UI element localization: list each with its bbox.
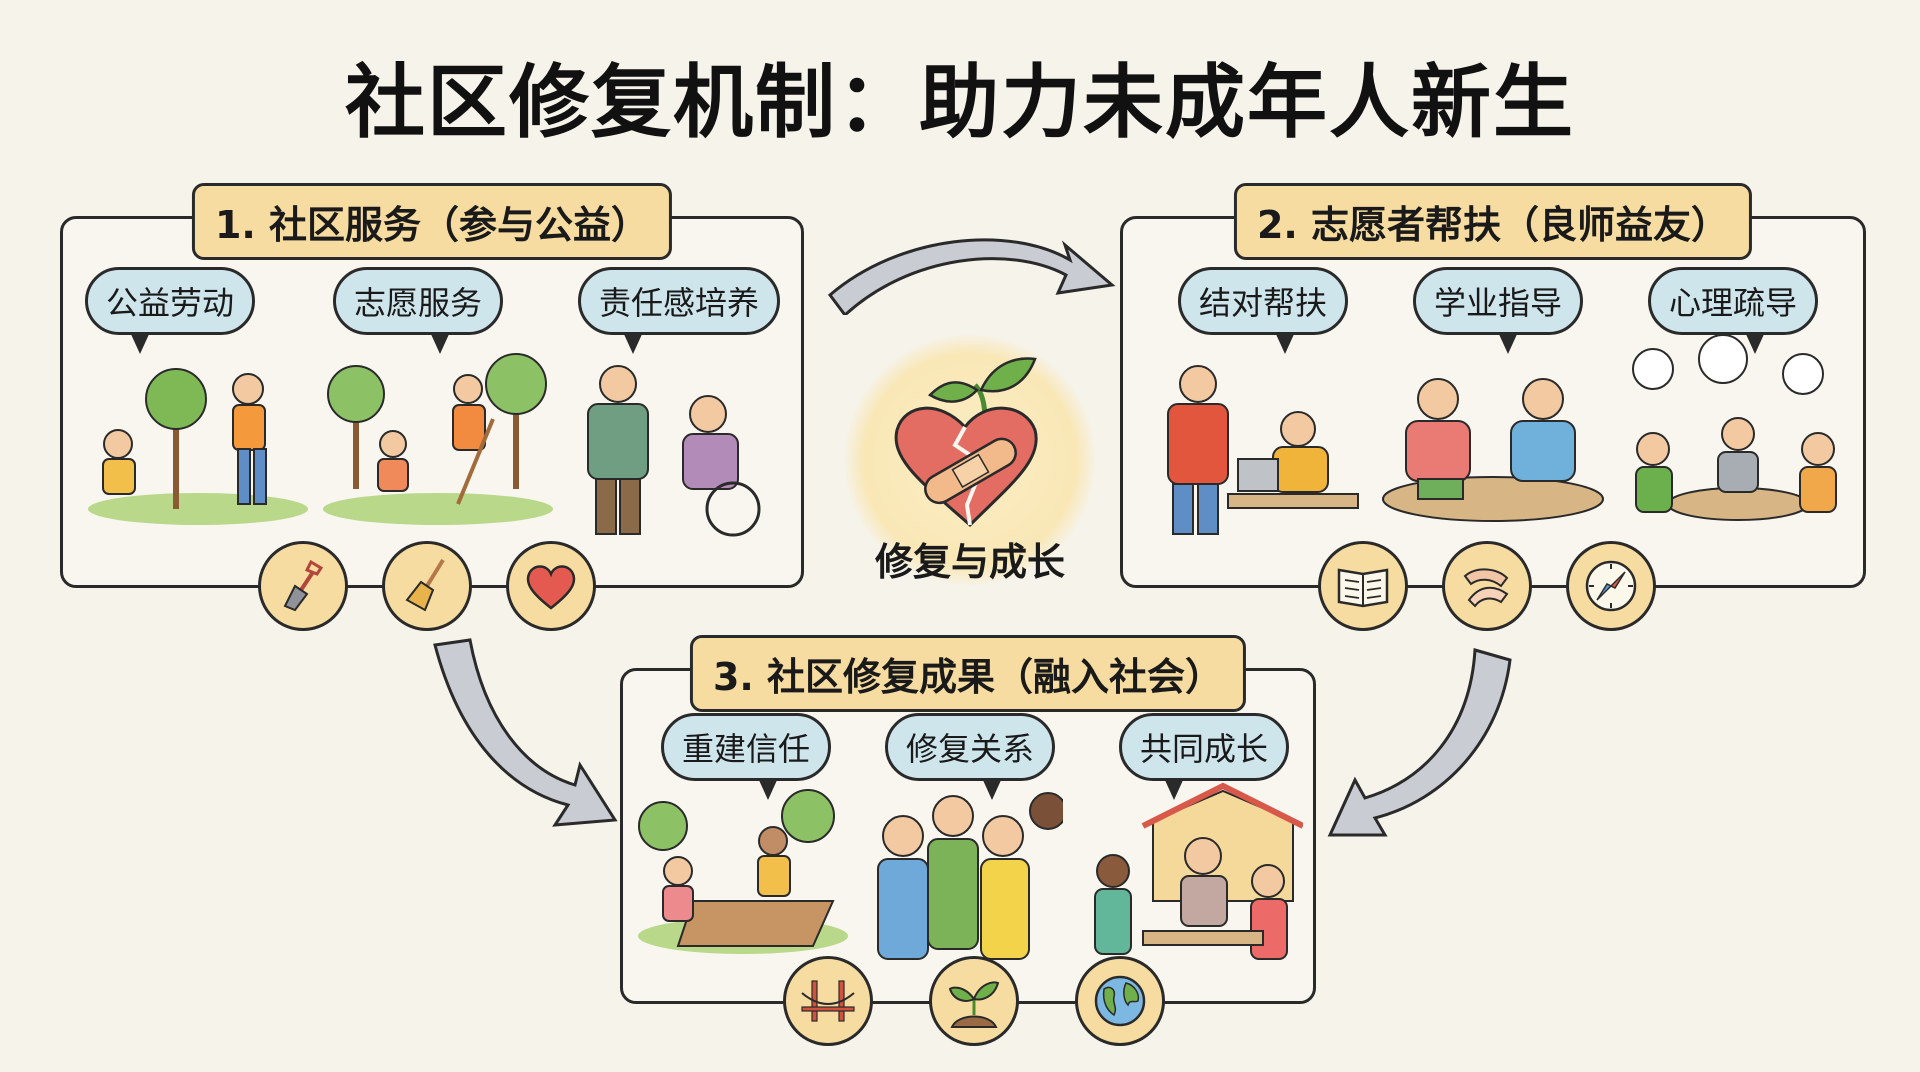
- bubble-rebuild-trust: 重建信任: [661, 713, 832, 800]
- bubble-pair-mentoring: 结对帮扶: [1178, 267, 1349, 354]
- globe-icon: [1075, 956, 1165, 1046]
- panel-volunteer-assistance: 2. 志愿者帮扶（良师益友） 结对帮扶 学业指导 心理疏导: [1120, 183, 1866, 631]
- panel-restoration-outcomes: 3. 社区修复成果（融入社会） 重建信任 修复关系 共同成长: [620, 635, 1316, 1046]
- shovel-icon: [258, 541, 348, 631]
- center-label: 修复与成长: [874, 540, 1065, 584]
- icon-row: [783, 956, 1165, 1046]
- tree-planting-scene: [88, 368, 308, 525]
- panel-header: 2. 志愿者帮扶（良师益友）: [1233, 183, 1753, 260]
- broken-heart-bandage-sprout-icon: [894, 357, 1038, 528]
- panel-community-service: 1. 社区服务（参与公益） 公益劳动 志愿服务 责任感培养: [60, 183, 804, 631]
- park-sweeping-scene: [323, 353, 553, 525]
- heart-icon: [506, 541, 596, 631]
- elderly-care-scene: [587, 365, 761, 537]
- bubble-academic-guidance: 学业指导: [1413, 267, 1584, 354]
- bubble-repair-relationships: 修复关系: [885, 713, 1056, 800]
- bubble-public-labor: 公益劳动: [85, 267, 256, 354]
- bubble-psychological-counseling: 心理疏导: [1648, 267, 1819, 354]
- panel-header: 3. 社区修复成果（融入社会）: [689, 635, 1247, 712]
- open-book-icon: [1318, 541, 1408, 631]
- handshake-reconciliation-scene: [877, 792, 1063, 960]
- compass-icon: [1566, 541, 1656, 631]
- icon-row: [258, 541, 598, 631]
- arrow-panel1-to-panel2: [827, 238, 1116, 315]
- bubble-grow-together: 共同成长: [1119, 713, 1290, 800]
- panel-header: 1. 社区服务（参与公益）: [191, 183, 673, 260]
- page-title: 社区修复机制：助力未成年人新生: [345, 56, 1575, 149]
- joined-hands-icon: [1442, 541, 1532, 631]
- shared-table-scene: [1094, 782, 1303, 960]
- sprout-icon: [929, 956, 1019, 1046]
- tutoring-scene: [1382, 378, 1604, 522]
- bubble-volunteer-service: 志愿服务: [333, 267, 504, 354]
- icon-row: [1318, 541, 1658, 631]
- bubble-responsibility: 责任感培养: [578, 267, 781, 354]
- arrow-panel2-to-panel3: [1327, 648, 1512, 837]
- center-badge: 修复与成长: [845, 335, 1095, 585]
- community-garden-scene: [638, 789, 848, 954]
- bridge-icon: [783, 956, 873, 1046]
- arrow-panel1-to-panel3: [433, 638, 618, 827]
- mentor-pairing-scene: [1167, 365, 1359, 535]
- broom-icon: [382, 541, 472, 631]
- group-counseling-scene: [1632, 334, 1837, 521]
